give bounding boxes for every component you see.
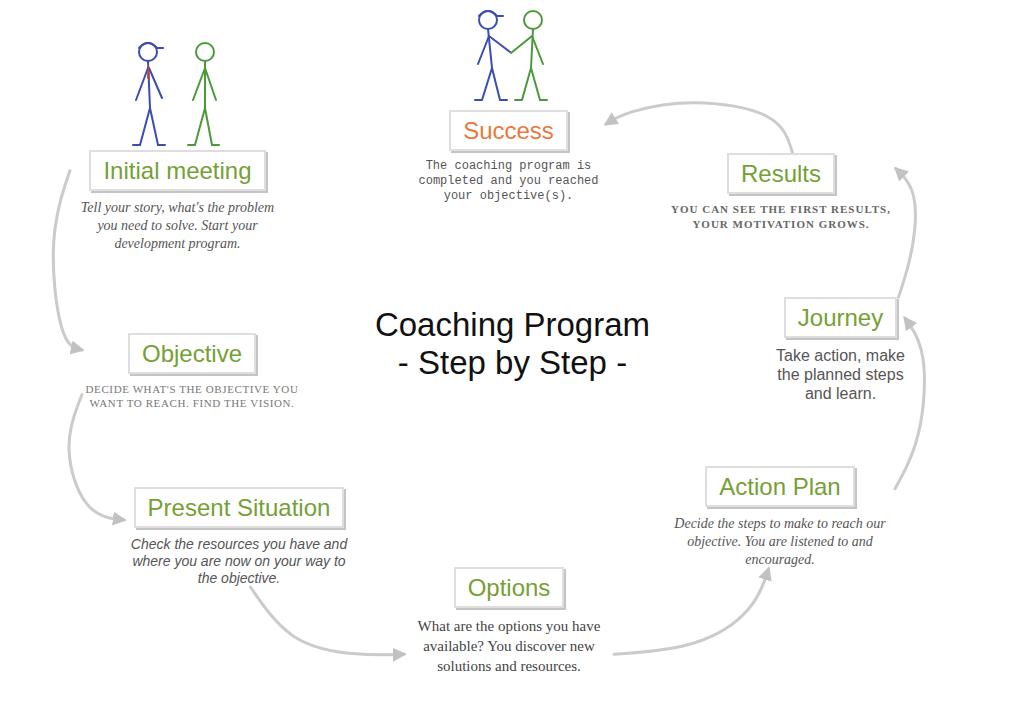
green-figure [188, 43, 219, 145]
figure-head [524, 11, 542, 29]
step-node: Initial meetingTell your story, what's t… [70, 150, 285, 253]
step-heading: Action Plan [705, 466, 854, 507]
step-description: Check the resources you have and where y… [124, 536, 354, 587]
figure-cap [479, 11, 503, 16]
step-node: ResultsYOU CAN SEE THE FIRST RESULTS, YO… [666, 153, 896, 232]
step-description: Take action, make the planned steps and … [776, 346, 905, 403]
step-node: SuccessThe coaching program is completed… [411, 110, 606, 204]
step-node: OptionsWhat are the options you have ava… [404, 567, 614, 676]
figure-tie [147, 64, 150, 80]
cycle-arrow [606, 103, 793, 153]
green-figure [511, 11, 547, 100]
figure-legs [133, 108, 165, 145]
step-node: Present SituationCheck the resources you… [124, 487, 354, 587]
figure-body [148, 61, 150, 108]
figure-head [139, 43, 157, 61]
step-heading: Options [454, 567, 565, 608]
figure-pair [133, 43, 219, 145]
step-heading: Initial meeting [89, 150, 265, 191]
figure-body [204, 61, 206, 108]
cycle-arrow [614, 569, 769, 654]
figure-legs [188, 108, 219, 145]
figure-legs [475, 68, 507, 100]
figure-head [479, 11, 497, 29]
figure-arms [136, 68, 162, 100]
figure-legs [515, 68, 547, 100]
figure-pair [475, 11, 547, 100]
step-node: Action PlanDecide the steps to make to r… [665, 466, 895, 569]
blue-figure [133, 43, 165, 145]
cycle-arrow [896, 169, 915, 297]
step-heading: Results [727, 153, 835, 194]
step-heading: Objective [128, 333, 256, 374]
figure-arms [478, 36, 510, 64]
step-description: Decide the steps to make to reach our ob… [665, 515, 895, 569]
figure-body [488, 29, 492, 68]
step-heading: Journey [784, 297, 897, 338]
figure-cap [139, 43, 163, 48]
step-node: JourneyTake action, make the planned ste… [776, 297, 905, 403]
step-description: What are the options you have available?… [404, 616, 614, 676]
cycle-arrow [251, 587, 405, 655]
step-heading: Present Situation [134, 487, 345, 528]
cycle-arrow [69, 395, 124, 520]
figure-arms [193, 68, 216, 100]
figure-head [196, 43, 214, 61]
figure-body [531, 29, 533, 68]
step-description: DECIDE WHAT'S THE OBJECTIVE YOU WANT TO … [82, 382, 302, 410]
step-node: ObjectiveDECIDE WHAT'S THE OBJECTIVE YOU… [82, 333, 302, 410]
step-description: The coaching program is completed and yo… [411, 159, 606, 204]
step-description: Tell your story, what's the problem you … [70, 199, 285, 253]
figure-arms [511, 36, 543, 64]
step-heading: Success [449, 110, 568, 151]
cycle-arrow [895, 318, 924, 488]
step-description: YOU CAN SEE THE FIRST RESULTS, YOUR MOTI… [666, 202, 896, 232]
blue-figure [475, 11, 510, 100]
cycle-arrow [53, 171, 82, 350]
diagram-title: Coaching Program - Step by Step - [370, 306, 655, 382]
